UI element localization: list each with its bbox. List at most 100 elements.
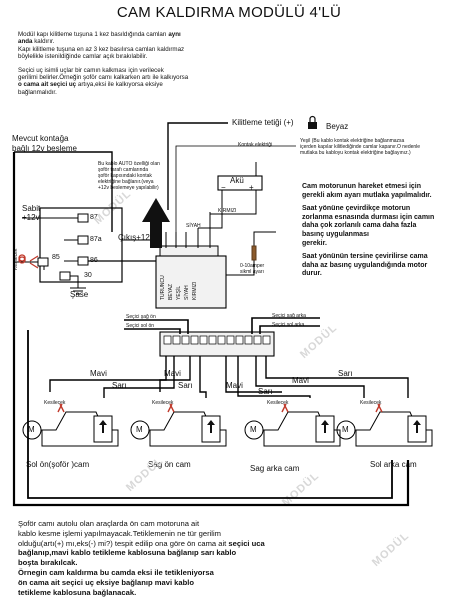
- motor4-arrow-icon: [413, 420, 421, 433]
- yellow-note: Yeşil (Bu kablo kontak elektriğine bağla…: [300, 138, 450, 156]
- wire-label-kirmizi: KIRMIZI: [218, 208, 237, 214]
- wire-sari-4: Sarı: [338, 369, 353, 378]
- relay-87-box: [77, 213, 89, 223]
- motor1-m: M: [28, 425, 35, 434]
- bottom-line7: ön cama ait seçici uç eksiye bağlanıp ma…: [18, 577, 195, 587]
- bottom-line8: tetikleme kablosuna bağlanacak.: [18, 587, 137, 597]
- motor4-cut-label: Kesilecek: [360, 400, 382, 406]
- selector-left-rear: Seçici sol arka: [272, 322, 305, 328]
- intro-line5: Seçici uç isimli uçlar bir camın kalkmas…: [18, 66, 164, 74]
- connector-pin-group: [163, 335, 271, 345]
- yellow-note-line1: Yeşil (Bu kablo kontak elektriğine bağla…: [300, 138, 405, 144]
- yellow-note-line2: içerden kapılar kilitlediğinde camlar ka…: [300, 144, 421, 150]
- wire-mavi-3: Mavi: [226, 381, 243, 390]
- motor3-arrow-icon: [321, 420, 329, 433]
- sensing-line4: zorlanma esnasında durması için camın: [302, 213, 435, 221]
- kontak-wire: [175, 145, 296, 232]
- wire-mavi-4: Mavi: [292, 376, 309, 385]
- bottom-line6: Örnegin cam kaldırma bu camda eksi ile t…: [18, 567, 214, 577]
- watermark-3: MODÜL: [124, 454, 166, 494]
- contact-line2: bağlı 12v besleme: [12, 144, 77, 153]
- intro-line4: böylelikle istenildiğinde camlar açık bı…: [18, 53, 148, 61]
- sensing-line1: Cam motorunun hareket etmesi için: [302, 183, 422, 190]
- bottom-note: Şoför camı autolu olan araçlarda ön cam …: [18, 519, 318, 597]
- current-setting-text: Cam motorunun hareket etmesi için gerekl…: [302, 183, 454, 279]
- wire-sari-motor2: [199, 356, 207, 398]
- module-label-kirmizi: KIRMIZI: [192, 281, 198, 300]
- kontak-line-label: Kontak elektriği: [238, 142, 273, 148]
- relay-30-box: [59, 271, 71, 281]
- module-label-beyaz: BEYAZ: [168, 283, 174, 300]
- module-bottom-connector: [159, 331, 275, 357]
- wire-label-siyah: SİYAH: [186, 223, 201, 229]
- intro-line2: kaldırır.: [34, 38, 55, 46]
- selector-right-front: Seçici şağ ön: [126, 314, 156, 320]
- auto-note: Bu kablo AUTO özelliği olan şoför tarafı…: [98, 161, 178, 191]
- bottom-line4: bağlanıp,mavi kablo tetikleme kablosuna …: [18, 548, 237, 558]
- relay-sabit: Sabit: [22, 204, 41, 213]
- motor4-name: Sol arka cam: [370, 460, 417, 469]
- motor1-arrow-icon: [99, 420, 107, 433]
- output-label: Çıkış+12: [118, 233, 150, 242]
- wire-sari-1: Sarı: [112, 381, 127, 390]
- selector-left-front: Seçici sol ön: [126, 323, 155, 329]
- intro-text: Modül kapı kilitleme tuşuna 1 kez basıld…: [18, 31, 218, 96]
- motor-3: [244, 411, 341, 447]
- sensing-line7: gerekir.: [302, 239, 327, 247]
- intro-line7: artıya,eksi ile kalkıyorsa eksiye: [77, 81, 163, 89]
- relay-30-wire: [64, 275, 79, 288]
- wire-mavi-1: Mavi: [90, 369, 107, 378]
- motor-2: [130, 411, 227, 447]
- bottom-line5: boşta bırakılcak.: [18, 558, 78, 568]
- sensing-line3: Saat yönüne çevirdikçe motorun: [302, 205, 411, 213]
- ampere-knob: [251, 245, 257, 261]
- intro-line3: Kapı kilitleme tuşuna en az 3 kez basılı…: [18, 45, 185, 53]
- battery-label: Akü: [230, 176, 244, 185]
- relay-pin-85: 85: [52, 254, 60, 261]
- motor3-name: Sag arka cam: [250, 464, 300, 473]
- relay-pin-86: 86: [90, 257, 98, 264]
- module-label-turuncu: TURUNCU: [160, 275, 166, 300]
- watermark-2: MODÜL: [298, 321, 340, 361]
- sensing-line10: durur.: [302, 270, 322, 278]
- bottom-line1: Şoför camı autolu olan araçlarda ön cam …: [18, 519, 200, 528]
- ground-label: Şase: [70, 290, 89, 299]
- sensing-line9: daha az basınç uygulandığında motor: [302, 261, 428, 269]
- sensing-line6: basınç uygulanması: [302, 230, 369, 238]
- lock-trigger-label: Kilitleme tetiği (+): [232, 118, 294, 127]
- watermark-1: MODÜL: [92, 187, 134, 227]
- page-title: CAM KALDIRMA MODÜLÜ 4'LÜ: [116, 4, 342, 21]
- intro-line8: bağlanmalıdır.: [18, 88, 57, 96]
- relay-body: [39, 207, 123, 283]
- relay-pin-87a: 87a: [90, 236, 102, 243]
- module-top-connector: [159, 245, 219, 257]
- intro-line2-bold: anda: [18, 38, 33, 46]
- motor2-arrow-icon: [207, 420, 215, 433]
- ampere-line2: sikml ayarı: [240, 269, 264, 275]
- sensing-line8: Saat yönünün tersine çevirilirse cama: [302, 253, 428, 261]
- trunk-wire-2: [27, 330, 393, 499]
- wire-mavi-motor1: [49, 356, 167, 392]
- relay-pliers-icon: [18, 254, 39, 269]
- relay-plus12: +12v: [22, 213, 40, 222]
- intro-line1-bold: aynı: [168, 31, 181, 38]
- relay-86-box: [77, 256, 89, 266]
- bottom-line3-bold: seçici uca: [228, 538, 265, 548]
- sensing-line2: gerekli akım ayarı mutlaka yapılmalıdır.: [302, 191, 432, 199]
- relay-cut-label: Kesilecek: [13, 248, 19, 270]
- motor2-cut-label: Kesilecek: [152, 400, 174, 406]
- ampere-label: 0-10amper sikml ayarı: [240, 263, 264, 275]
- auto-note-line5: +12v beslemeye yapılabilir): [98, 185, 159, 191]
- wire-sari-3: Sarı: [258, 387, 273, 396]
- battery-minus: −: [221, 183, 226, 192]
- bottom-line2: kablo kesme işlemi yapılmayacak.Tetiklem…: [18, 528, 221, 538]
- lock-icon: [308, 115, 317, 129]
- motor1-name: Sol ön(şoför )cam: [26, 460, 90, 469]
- selector-wire-left-front: [124, 328, 181, 334]
- motor-1: [22, 411, 119, 447]
- relay-supply-label: Sabit +12v: [22, 204, 40, 222]
- selector-right-rear: Seçici sağ arka: [272, 313, 306, 319]
- motor4-m: M: [342, 425, 349, 434]
- module-label-yesil: YEŞİL: [176, 285, 182, 300]
- motor-4: [336, 411, 433, 447]
